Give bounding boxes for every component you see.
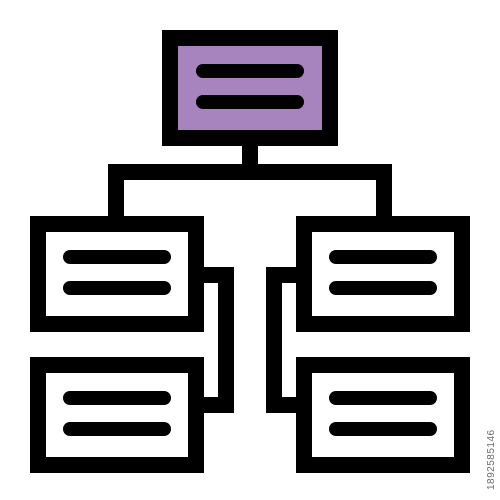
child-box <box>30 357 204 473</box>
connector-lines <box>108 138 392 413</box>
left-side-connector <box>196 267 234 413</box>
child-box <box>296 216 470 332</box>
root-box <box>162 30 338 146</box>
child-node-top-right <box>296 216 470 332</box>
root-node <box>162 30 338 146</box>
child-node-bottom-left <box>30 357 204 473</box>
child-box <box>296 357 470 473</box>
child-box <box>30 216 204 332</box>
child-node-top-left <box>30 216 204 332</box>
child-node-bottom-right <box>296 357 470 473</box>
right-side-connector <box>266 267 304 413</box>
stock-id-watermark: 1892585146 <box>486 429 497 490</box>
